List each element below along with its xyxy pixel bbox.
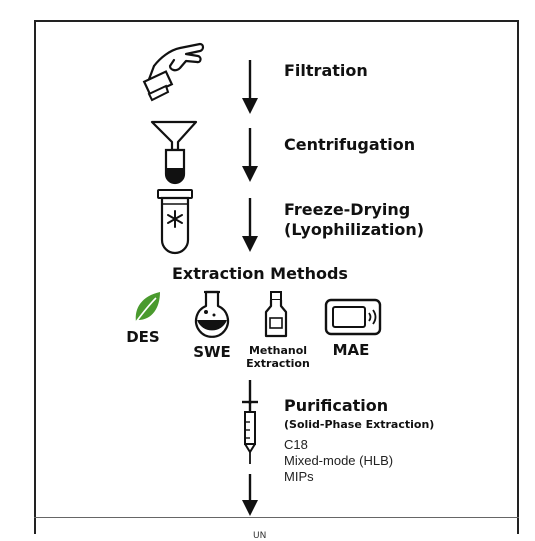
- down-arrow-3: [242, 198, 258, 252]
- purification-list: C18 Mixed-mode (HLB) MIPs: [284, 437, 393, 485]
- methanol-line2: Extraction: [246, 357, 310, 370]
- freeze-tube-icon: [157, 189, 193, 255]
- method-des-label: DES: [126, 328, 160, 346]
- extraction-methods-title: Extraction Methods: [172, 264, 348, 283]
- down-arrow-2: [242, 128, 258, 182]
- down-arrow-4: [248, 380, 252, 404]
- leaf-icon: [135, 292, 160, 323]
- list-item: MIPs: [284, 469, 314, 484]
- list-item: Mixed-mode (HLB): [284, 453, 394, 468]
- step-centrifugation-label: Centrifugation: [284, 135, 416, 154]
- footer-divider: [34, 517, 519, 518]
- method-methanol-label: Methanol Extraction: [238, 344, 318, 370]
- microwave-icon: [324, 298, 382, 336]
- freeze-drying-line1: Freeze-Drying: [284, 200, 411, 219]
- diagram-frame: [34, 20, 519, 534]
- step-freeze-drying-label: Freeze-Drying (Lyophilization): [284, 200, 424, 240]
- down-arrow-1: [242, 60, 258, 114]
- purification-title: Purification: [284, 396, 389, 415]
- methanol-line1: Methanol: [248, 344, 308, 357]
- round-flask-icon: [194, 290, 230, 338]
- method-mae-label: MAE: [332, 341, 370, 359]
- freeze-drying-line2: (Lyophilization): [284, 220, 425, 239]
- purification-subtitle: (Solid-Phase Extraction): [284, 418, 435, 431]
- method-swe-label: SWE: [193, 343, 231, 361]
- solvent-bottle-icon: [264, 291, 288, 338]
- step-filtration-label: Filtration: [284, 61, 368, 80]
- syringe-icon: [242, 400, 258, 464]
- list-item: C18: [284, 437, 308, 452]
- footer-text: UN: [253, 531, 267, 541]
- down-arrow-5: [242, 474, 258, 516]
- filtration-hand-icon: [142, 42, 205, 102]
- funnel-test-tube-icon: [150, 120, 198, 185]
